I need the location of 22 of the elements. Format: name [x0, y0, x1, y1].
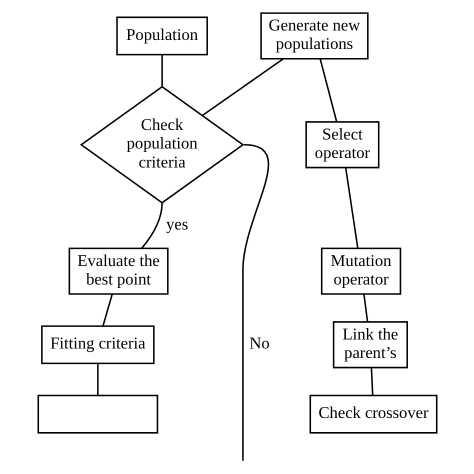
connector [370, 367, 373, 395]
node-box: Fitting criteria [40, 324, 154, 364]
node-box: Generate new populations [260, 12, 368, 60]
connector [318, 58, 337, 122]
connector [140, 202, 162, 248]
edge-label: No [248, 333, 270, 352]
node-box: Evaluate the best point [68, 247, 168, 294]
node-box: Check crossover [309, 394, 437, 434]
node-box: Select operator [304, 120, 379, 168]
edge-label: yes [166, 214, 188, 234]
node-box [37, 394, 158, 434]
connector [160, 54, 162, 86]
connector [344, 167, 358, 248]
connector [96, 363, 98, 395]
connector [362, 293, 368, 322]
node-box: Mutation operator [320, 247, 401, 294]
node-box: Link the parent’s [332, 320, 408, 368]
connector [242, 143, 269, 460]
connector [202, 58, 284, 116]
connector [102, 293, 112, 326]
node-diamond: Check population criteria [79, 85, 244, 204]
node-box: Population [116, 16, 208, 55]
